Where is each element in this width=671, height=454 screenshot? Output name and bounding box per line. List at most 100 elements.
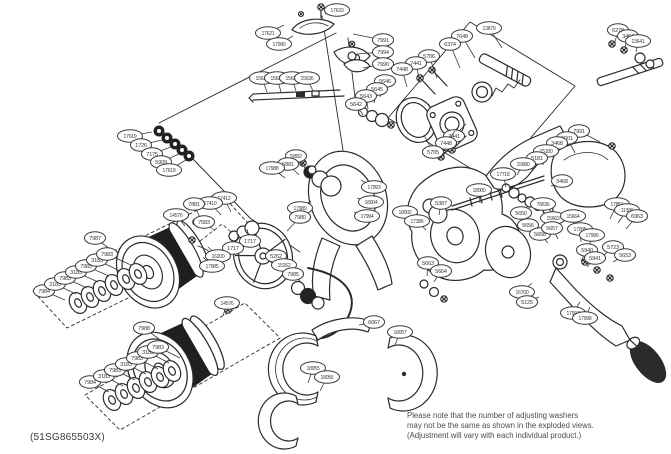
svg-text:17994: 17994 [361, 214, 374, 220]
svg-text:17993: 17993 [368, 185, 381, 191]
svg-text:11380: 11380 [621, 208, 634, 214]
svg-text:15664: 15664 [567, 214, 580, 220]
svg-text:14576: 14576 [170, 213, 183, 219]
svg-text:8001: 8001 [561, 136, 573, 142]
svg-text:3183: 3183 [98, 374, 110, 380]
svg-text:17412: 17412 [218, 196, 231, 202]
oscillating-rods [248, 89, 345, 103]
svg-text:7980: 7980 [294, 215, 306, 221]
part-callout: 5664 [430, 264, 452, 283]
svg-text:18057: 18057 [394, 330, 407, 336]
rotor-nut-parts [299, 159, 317, 175]
svg-text:5941: 5941 [589, 256, 601, 262]
body-covers [257, 317, 438, 450]
part-callout: 15664 [560, 209, 586, 230]
part-callout: 18055 [300, 361, 326, 384]
svg-text:7448: 7448 [440, 141, 452, 147]
part-callout: 17993 [360, 179, 387, 194]
part-callout: 16700 [509, 282, 535, 299]
part-callout: 15680 [510, 157, 536, 176]
svg-text:17998: 17998 [579, 316, 592, 322]
svg-text:7983: 7983 [109, 368, 121, 374]
part-callout: 13641 [625, 34, 651, 53]
note-line-2: may not be the same as shown in the expl… [407, 421, 594, 430]
svg-text:78636: 78636 [537, 202, 550, 208]
part-callout: 6067 [358, 315, 385, 329]
svg-text:7881: 7881 [188, 202, 200, 208]
svg-text:6374: 6374 [444, 42, 456, 48]
svg-text:3183: 3183 [120, 362, 132, 368]
svg-text:3183: 3183 [142, 350, 154, 356]
adjusting-washer-note: Please note that the number of adjusting… [407, 411, 594, 440]
svg-text:5723: 5723 [607, 245, 619, 251]
svg-text:5940: 5940 [581, 248, 593, 254]
svg-text:15636: 15636 [301, 76, 314, 82]
part-callout: 7983 [147, 340, 181, 359]
part-callout: 1717 [222, 233, 244, 255]
part-callout: 18000 [466, 183, 492, 204]
part-callout: 5387 [430, 196, 452, 216]
part-callout: 18057 [387, 325, 413, 346]
bail-assembly [290, 267, 448, 340]
svg-text:17633: 17633 [331, 8, 344, 14]
svg-text:17851: 17851 [611, 202, 624, 208]
svg-text:17988: 17988 [266, 166, 279, 172]
handle [549, 254, 667, 383]
svg-text:7175: 7175 [146, 152, 158, 158]
svg-text:7983: 7983 [80, 264, 92, 270]
svg-text:5705: 5705 [427, 150, 439, 156]
part-callout: 5125 [516, 295, 540, 309]
rotor [303, 150, 393, 301]
svg-text:15635: 15635 [286, 76, 299, 82]
svg-text:7984: 7984 [84, 380, 96, 386]
part-callout: 14576 [214, 296, 240, 317]
svg-text:7994: 7994 [377, 50, 389, 56]
svg-text:5657: 5657 [546, 226, 558, 232]
svg-text:17410: 17410 [204, 201, 217, 207]
part-callout: 17633 [324, 3, 350, 17]
part-callout: 17985 [199, 256, 225, 273]
part-callout: 17988 [259, 161, 286, 179]
svg-text:7990: 7990 [377, 62, 389, 68]
part-callout: 3468 [550, 174, 573, 188]
svg-text:5663: 5663 [422, 261, 434, 267]
svg-text:15634: 15634 [271, 76, 284, 82]
part-callout: 13879 [476, 21, 503, 49]
svg-text:5881: 5881 [282, 162, 294, 168]
part-callout: 5663 [417, 256, 439, 277]
svg-text:15262: 15262 [278, 263, 291, 269]
svg-text:5706: 5706 [423, 54, 435, 60]
svg-text:5909: 5909 [155, 160, 167, 166]
note-line-1: Please note that the number of adjusting… [407, 411, 578, 420]
part-callout: 18056 [314, 370, 340, 392]
svg-text:13879: 13879 [483, 26, 496, 32]
svg-text:7983: 7983 [59, 276, 71, 282]
svg-text:17619: 17619 [124, 134, 137, 140]
part-callout: 18004 [356, 195, 384, 209]
part-callout: 17619 [117, 129, 153, 143]
part-callout: 17718 [490, 167, 516, 188]
part-callout: 7583 [193, 215, 216, 232]
svg-text:17989: 17989 [294, 206, 307, 212]
svg-text:7991: 7991 [573, 129, 585, 135]
svg-text:7583: 7583 [198, 220, 210, 226]
svg-text:7441: 7441 [448, 134, 460, 140]
svg-text:16700: 16700 [516, 290, 529, 296]
part-callout: 17621 [255, 24, 285, 40]
part-callout: 17990 [266, 35, 294, 51]
oscillation-assembly [343, 51, 532, 161]
svg-text:5656: 5656 [522, 223, 534, 229]
svg-text:7441: 7441 [410, 61, 422, 67]
svg-text:17995: 17995 [574, 227, 587, 233]
part-callout: 15636 [294, 71, 320, 92]
part-callout: 7980 [286, 210, 311, 232]
part-callout: 7990 [362, 57, 394, 71]
svg-text:5181: 5181 [531, 156, 543, 162]
svg-text:1726: 1726 [135, 143, 147, 149]
svg-text:6067: 6067 [368, 320, 380, 326]
svg-text:17997: 17997 [567, 311, 580, 317]
svg-text:5658: 5658 [534, 232, 546, 238]
svg-text:17996: 17996 [586, 233, 599, 239]
part-callout: 17386 [404, 214, 430, 231]
